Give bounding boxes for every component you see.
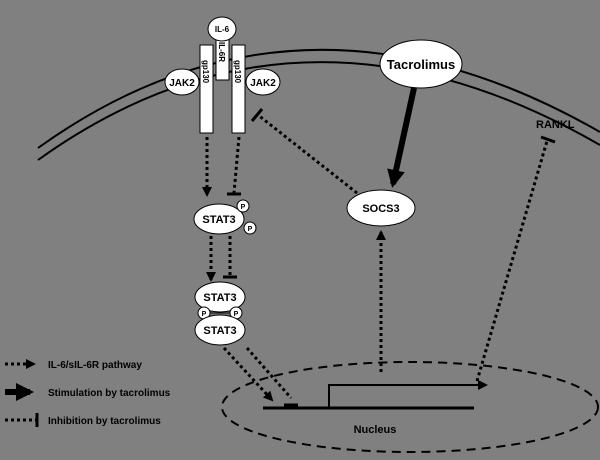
jak2-label-right: JAK2 [250, 78, 276, 89]
phospho-badge-2 [243, 221, 257, 235]
jak2-label-left: JAK2 [169, 78, 195, 89]
tacrolimus-label: Tacrolimus [387, 57, 455, 72]
stat3-label-dimer-top: STAT3 [203, 292, 236, 304]
stat3-label-monomer: STAT3 [202, 214, 235, 226]
socs3-to-jak2-inhibition [257, 113, 358, 195]
nucleus-label: Nucleus [354, 424, 397, 436]
il6r-label: IL-6R [217, 42, 226, 62]
socs3-node [346, 189, 416, 227]
phospho-label-2: P [248, 226, 253, 233]
nucleus-to-rankl-arrow [475, 140, 549, 382]
gp130-bar-right [231, 44, 246, 134]
stat3-node-dimer-bottom [194, 314, 246, 346]
jak2-node-right [245, 68, 281, 96]
cell-membrane-outer [37, 48, 600, 149]
stat3-node-dimer-top [194, 281, 246, 313]
socs3-label: SOCS3 [362, 203, 399, 215]
gp130-to-stat3-inhibition [232, 136, 241, 194]
stat3-to-nucleus-arrow [222, 346, 274, 402]
jak2-node-left [164, 68, 200, 96]
gp130-bar-left [199, 44, 214, 134]
tacrolimus-stimulation-arrow [387, 87, 417, 188]
nucleus-boundary [221, 361, 599, 453]
transcription-start-arrow [328, 380, 488, 408]
phospho-label-1: P [241, 204, 246, 211]
rankl-inhibition-bar [540, 135, 556, 144]
rankl-label: RANKL [536, 119, 575, 131]
socs3-jak2-inhibition-bar [250, 108, 264, 122]
phospho-badge-1 [236, 199, 250, 213]
cell-membrane-inner [37, 61, 600, 161]
legend-label-pathway: IL-6/sIL-6R pathway [48, 360, 142, 371]
gp130-label-left: gp130 [201, 60, 210, 84]
stat3-label-dimer-bottom: STAT3 [203, 325, 236, 337]
stat3-node-monomer [193, 203, 245, 235]
tacrolimus-node [379, 39, 463, 89]
il6-label: IL-6 [215, 25, 230, 34]
legend-label-stimulation: Stimulation by tacrolimus [48, 388, 171, 399]
legend: IL-6/sIL-6R pathway Stimulation by tacro… [5, 359, 171, 427]
il6-node [207, 16, 237, 42]
gp130-label-right: gp130 [233, 60, 242, 84]
phospho-label-3: P [202, 311, 207, 318]
phospho-label-4: P [234, 311, 239, 318]
stat3-to-nucleus-inhibition [245, 347, 293, 399]
legend-label-inhibition: Inhibition by tacrolimus [48, 416, 161, 427]
